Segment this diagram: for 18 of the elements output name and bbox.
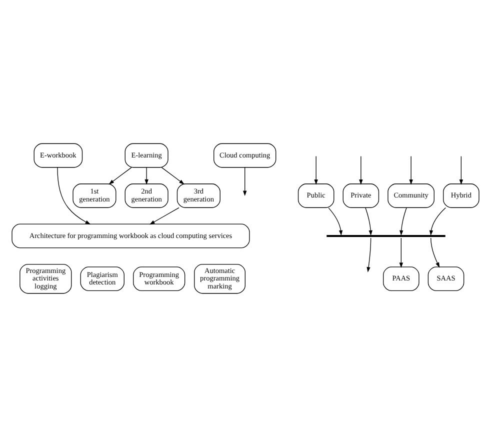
- arrow: [366, 238, 372, 272]
- arrow: [57, 167, 91, 224]
- arrow: [144, 167, 148, 185]
- arrow: [399, 207, 407, 236]
- arrow: [149, 207, 180, 225]
- arrow: [328, 208, 343, 236]
- arrow: [314, 156, 318, 185]
- arrow: [365, 207, 372, 236]
- arrow: [108, 167, 132, 184]
- arrow: [399, 238, 404, 268]
- arrow: [409, 156, 413, 185]
- arrow: [459, 156, 464, 185]
- arrow: [359, 156, 363, 185]
- arrow: [161, 167, 184, 184]
- arrow: [242, 167, 247, 196]
- arrow: [430, 238, 440, 268]
- arrow: [429, 207, 446, 236]
- node-bar: [326, 235, 446, 237]
